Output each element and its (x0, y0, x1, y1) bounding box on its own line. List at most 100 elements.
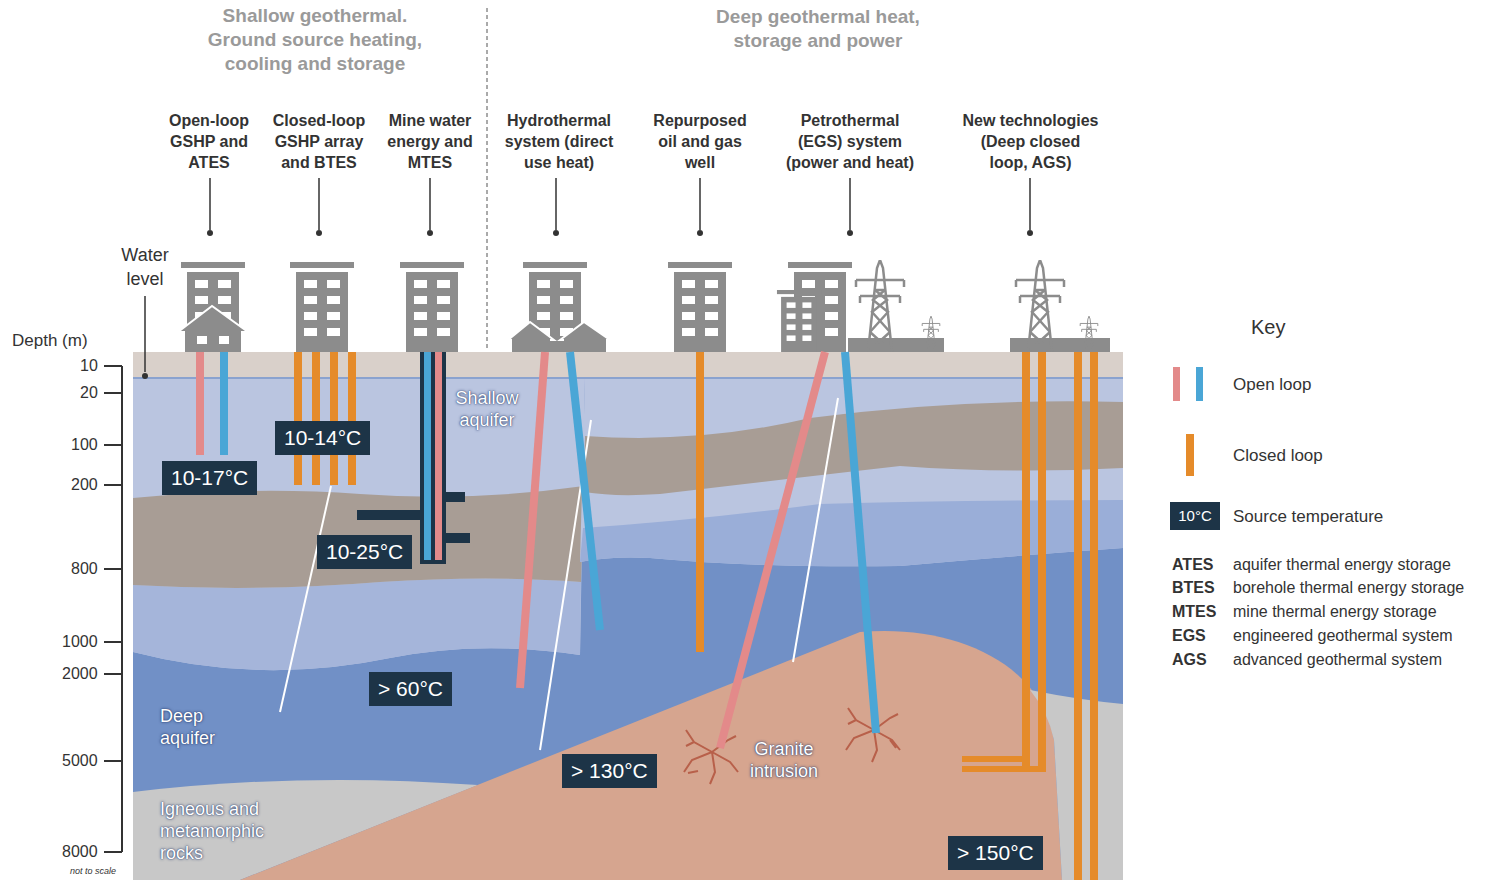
wells (220, 352, 228, 455)
ground-layers (133, 352, 1123, 880)
rock-label: Shallow aquifer (447, 387, 527, 431)
temperature-box: > 130°C (562, 754, 657, 788)
pylons (1016, 260, 1064, 352)
buildings (564, 339, 606, 352)
ground-layers (240, 631, 1062, 880)
abbreviation: EGS (1172, 626, 1206, 646)
depth-tick: 100 (71, 435, 98, 455)
wells (696, 352, 704, 652)
abbreviation-text: advanced geothermal system (1233, 650, 1442, 670)
wells (520, 352, 545, 688)
wells (445, 492, 465, 502)
wells (962, 766, 1046, 772)
depth-axis (104, 673, 122, 675)
ground-layers (133, 486, 584, 588)
buildings (178, 262, 852, 352)
buildings (290, 262, 354, 352)
depth-tick: 200 (71, 475, 98, 495)
abbreviation: MTES (1172, 602, 1216, 622)
depth-axis (104, 366, 122, 852)
wells (420, 352, 446, 564)
buildings (668, 262, 732, 352)
ground-layers (133, 352, 1123, 378)
ground-layers (133, 352, 1123, 880)
system-label: Open-loop GSHP and ATES (165, 110, 253, 173)
buildings (197, 336, 207, 344)
leader-dots (427, 230, 433, 236)
buildings (560, 322, 610, 340)
wells (196, 352, 1098, 880)
wells (348, 352, 356, 485)
legend-text: Closed loop (1233, 445, 1323, 466)
abbreviation-text: borehole thermal energy storage (1233, 578, 1464, 598)
pylons (1010, 338, 1110, 352)
fractures (684, 730, 738, 784)
depth-axis (104, 641, 122, 643)
wells (1090, 352, 1098, 880)
leader-dots (1027, 230, 1033, 236)
depth-tick: 20 (80, 383, 98, 403)
abbreviation-text: mine thermal energy storage (1233, 602, 1437, 622)
leader-lines (318, 178, 320, 230)
legend-swatch: 10°C (1170, 502, 1220, 530)
pylons (848, 260, 1110, 352)
wells (1022, 352, 1030, 768)
pylons (1080, 316, 1098, 350)
legend-text: Source temperature (1233, 506, 1383, 527)
wells (357, 510, 420, 520)
wells (294, 352, 302, 485)
wells (570, 352, 600, 630)
temperature-text: > 130°C (571, 758, 648, 784)
temperature-box: > 60°C (369, 672, 452, 706)
depth-tick: 1000 (62, 632, 98, 652)
wells (1038, 352, 1046, 772)
wells (435, 352, 442, 560)
system-label: New technologies (Deep closed loop, AGS) (961, 110, 1100, 173)
section-heading: Shallow geothermal. Ground source heatin… (199, 4, 431, 76)
wells (1074, 352, 1082, 880)
leader-dots (553, 230, 559, 236)
system-label: Mine water energy and MTES (383, 110, 477, 173)
leader-dots (316, 230, 322, 236)
depth-axis (104, 568, 122, 570)
rock-label: Igneous and metamorphic rocks (160, 798, 272, 864)
swatch-label: 10°C (1178, 507, 1212, 525)
buildings (777, 290, 821, 352)
depth-tick: 10 (80, 356, 98, 376)
abbreviation-text: aquifer thermal energy storage (1233, 555, 1451, 575)
wells (196, 352, 204, 455)
depth-axis (104, 484, 122, 486)
leader-lines (699, 178, 701, 230)
temperature-text: 10-14°C (284, 425, 361, 451)
depth-axis (104, 851, 122, 853)
legend-sample (1173, 367, 1180, 401)
depth-tick: 800 (71, 559, 98, 579)
wells (845, 352, 876, 733)
depth-axis (104, 392, 122, 394)
legend-title: Key (1251, 315, 1285, 340)
depth-axis (104, 760, 122, 762)
leader-lines (1029, 178, 1031, 230)
buildings (178, 306, 248, 332)
temperature-box: 10-25°C (317, 535, 412, 569)
scale-note: not to scale (70, 866, 116, 877)
temperature-text: > 60°C (378, 676, 443, 702)
system-label: Petrothermal (EGS) system (power and hea… (783, 110, 917, 173)
depth-tick: 5000 (62, 751, 98, 771)
buildings (185, 331, 241, 352)
leader-lines (555, 178, 557, 230)
depth-axis (104, 365, 122, 367)
temperature-box: 10-14°C (275, 421, 370, 455)
axis-title: Depth (m) (12, 330, 88, 351)
section-divider (487, 8, 488, 350)
pylons (856, 260, 904, 352)
wells (330, 352, 338, 485)
pylons (922, 316, 940, 350)
leader-lines (210, 178, 1030, 230)
wells (446, 533, 470, 543)
buildings (512, 339, 550, 352)
leader-dots (847, 230, 853, 236)
legend-text: Open loop (1233, 374, 1311, 395)
wells (720, 352, 825, 748)
